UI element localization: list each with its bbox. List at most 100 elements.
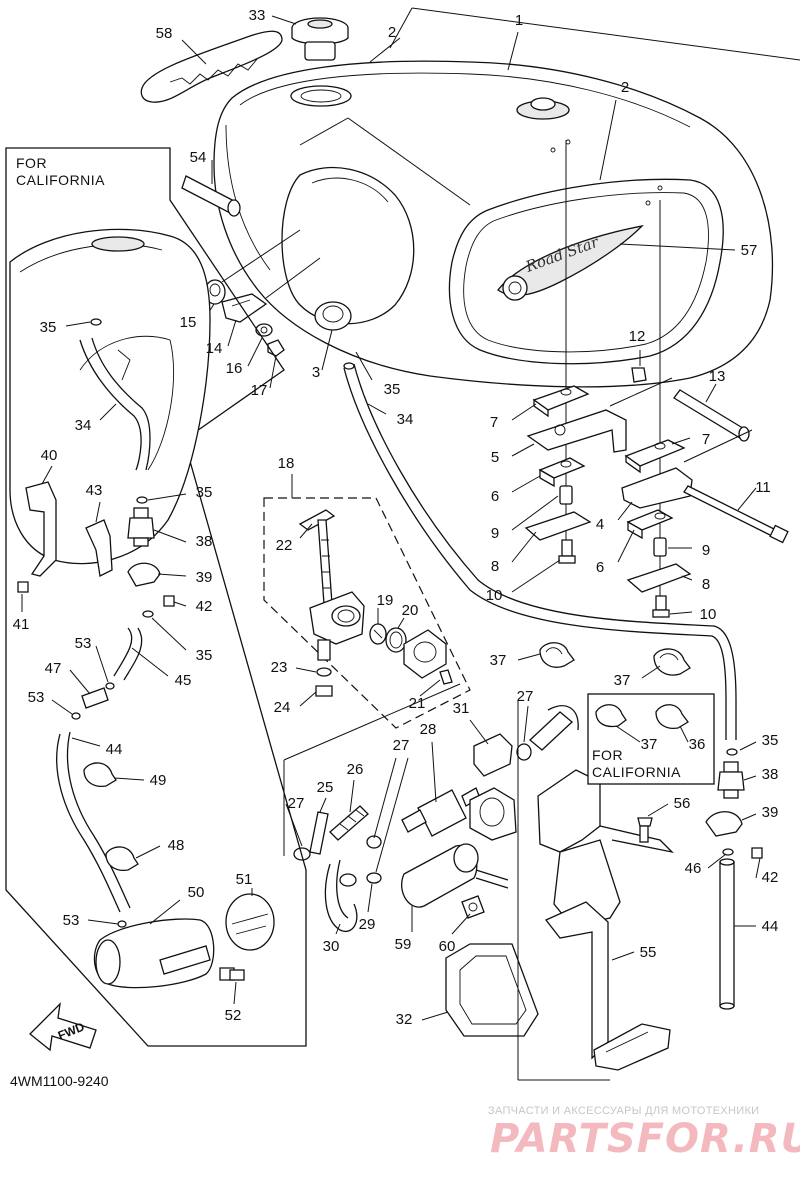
part-label-42: 42 (196, 598, 213, 615)
watermark-tagline: ЗАПЧАСТИ И АКСЕССУАРЫ ДЛЯ МОТОТЕХНИКИ (488, 1105, 759, 1117)
california-label-left-line1: FOR (16, 155, 47, 171)
part-label-24: 24 (274, 699, 291, 716)
part-label-60: 60 (439, 938, 456, 955)
part-label-35: 35 (196, 484, 213, 501)
part-label-15: 15 (180, 314, 197, 331)
part-label-28: 28 (420, 721, 437, 738)
part-label-14: 14 (206, 340, 223, 357)
part-label-47: 47 (45, 660, 62, 677)
part-label-44: 44 (762, 918, 779, 935)
part-label-54: 54 (190, 149, 207, 166)
part-label-41: 41 (13, 616, 30, 633)
part-label-2: 2 (621, 79, 629, 96)
part-label-53: 53 (28, 689, 45, 706)
part-label-21: 21 (409, 695, 426, 712)
part-label-45: 45 (175, 672, 192, 689)
california-box-left: FWD (5, 147, 307, 1052)
diagram-code: 4WM1100-9240 (10, 1073, 109, 1089)
part-label-12: 12 (629, 328, 646, 345)
part-label-48: 48 (168, 837, 185, 854)
part-label-34: 34 (75, 417, 92, 434)
pump-bracket (518, 769, 674, 1081)
tank-pad (140, 30, 283, 103)
part-label-27: 27 (517, 688, 534, 705)
part-label-20: 20 (402, 602, 419, 619)
watermark-site: PARTSFOR.RU (490, 1116, 800, 1162)
part-label-11: 11 (755, 479, 771, 496)
petcock-group (263, 474, 471, 729)
california-label-left-line2: CALIFORNIA (16, 172, 105, 188)
part-label-42: 42 (762, 869, 779, 886)
fwd-arrow-icon: FWD (29, 1002, 97, 1052)
fuel-cap (271, 15, 349, 61)
rear-mount-brackets (511, 140, 789, 618)
part-label-43: 43 (86, 482, 103, 499)
part-label-13: 13 (709, 368, 726, 385)
part-label-6: 6 (596, 559, 604, 576)
fuel-pump-section (283, 683, 579, 1080)
part-label-7: 7 (490, 414, 498, 431)
part-label-9: 9 (491, 525, 499, 542)
part-label-29: 29 (359, 916, 376, 933)
part-label-59: 59 (395, 936, 412, 953)
part-label-5: 5 (491, 449, 499, 466)
part-label-35: 35 (384, 381, 401, 398)
part-label-7: 7 (702, 431, 710, 448)
part-label-10: 10 (486, 587, 503, 604)
vent-hose-right (343, 351, 737, 740)
part-label-35: 35 (196, 647, 213, 664)
part-label-39: 39 (762, 804, 779, 821)
part-label-39: 39 (196, 569, 213, 586)
part-label-37: 37 (641, 736, 658, 753)
part-label-32: 32 (396, 1011, 413, 1028)
part-label-38: 38 (196, 533, 213, 550)
part-label-50: 50 (188, 884, 205, 901)
part-label-35: 35 (40, 319, 57, 336)
part-label-16: 16 (226, 360, 243, 377)
petcock-mount-parts (203, 229, 352, 389)
part-label-9: 9 (702, 542, 710, 559)
part-label-53: 53 (75, 635, 92, 652)
part-label-56: 56 (674, 795, 691, 812)
california-label-right-line2: CALIFORNIA (592, 764, 681, 780)
part-label-58: 58 (156, 25, 173, 42)
part-label-37: 37 (614, 672, 631, 689)
part-label-8: 8 (702, 576, 710, 593)
part-label-53: 53 (63, 912, 80, 929)
part-label-34: 34 (397, 411, 414, 428)
part-label-55: 55 (640, 944, 657, 961)
part-label-27: 27 (393, 737, 410, 754)
part-label-52: 52 (225, 1007, 242, 1024)
part-label-18: 18 (278, 455, 295, 472)
part-label-36: 36 (689, 736, 706, 753)
part-label-26: 26 (347, 761, 364, 778)
part-label-22: 22 (276, 537, 293, 554)
part-label-40: 40 (41, 447, 58, 464)
california-label-right-line1: FOR (592, 747, 623, 763)
part-label-30: 30 (323, 938, 340, 955)
hose-54 (181, 160, 241, 217)
part-label-3: 3 (312, 364, 320, 381)
part-label-23: 23 (271, 659, 288, 676)
part-number-labels: 1223456677889910101112131415161718192021… (13, 7, 779, 1028)
part-label-57: 57 (741, 242, 758, 259)
part-label-10: 10 (700, 606, 717, 623)
right-vent-parts (517, 642, 763, 1010)
part-label-1: 1 (515, 12, 523, 29)
part-label-6: 6 (491, 488, 499, 505)
tank-leaders (299, 7, 800, 251)
part-label-8: 8 (491, 558, 499, 575)
part-label-31: 31 (453, 700, 470, 717)
part-label-4: 4 (596, 516, 604, 533)
part-label-35: 35 (762, 732, 779, 749)
part-label-27: 27 (288, 795, 305, 812)
part-label-46: 46 (685, 860, 702, 877)
fuel-tank: Road Star (213, 60, 774, 388)
part-label-17: 17 (251, 382, 268, 399)
part-label-33: 33 (249, 7, 266, 24)
part-label-2: 2 (388, 24, 396, 41)
part-label-51: 51 (236, 871, 253, 888)
part-label-25: 25 (317, 779, 334, 796)
part-label-44: 44 (106, 741, 123, 758)
